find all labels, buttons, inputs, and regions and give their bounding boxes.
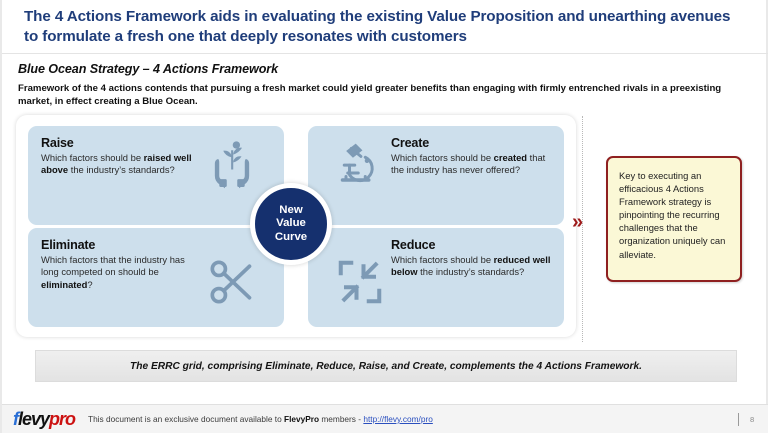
new-value-curve-label: New Value Curve [275, 204, 307, 245]
quadrant-create-title: Create [391, 136, 430, 150]
center-line-3: Curve [274, 230, 308, 243]
vertical-dotted-divider [582, 116, 583, 342]
shrink-arrows-icon [332, 254, 388, 310]
quadrant-eliminate-text: Eliminate Which factors that the industr… [41, 238, 201, 291]
quadrant-raise-body: Which factors should be raised well abov… [41, 152, 192, 176]
quadrant-eliminate[interactable]: Eliminate Which factors that the industr… [28, 228, 284, 327]
scissors-icon [204, 254, 260, 310]
flevypro-logo: flevypro [13, 409, 76, 429]
page-number: 8 [750, 415, 755, 424]
footer-link[interactable]: http://flevy.com/pro [363, 414, 433, 424]
quadrant-raise[interactable]: Raise Which factors should be raised wel… [28, 126, 284, 225]
section-subtitle: Blue Ocean Strategy – 4 Actions Framewor… [18, 62, 278, 76]
hands-plant-icon [204, 138, 260, 194]
quadrant-raise-title: Raise [41, 136, 74, 150]
errc-banner-text: The ERRC grid, comprising Eliminate, Red… [130, 360, 642, 372]
center-line-2: Value [276, 217, 306, 230]
quadrant-reduce-title: Reduce [391, 238, 436, 252]
logo-text-pro: pro [49, 409, 76, 429]
page-title: The 4 Actions Framework aids in evaluati… [24, 8, 731, 45]
new-value-curve-circle: New Value Curve [250, 183, 332, 265]
microscope-icon [332, 138, 388, 194]
quadrant-create[interactable]: Create Which factors should be created t… [308, 126, 564, 225]
footer-separator [738, 413, 739, 426]
key-insight-callout: Key to executing an efficacious 4 Action… [606, 156, 742, 282]
quadrant-create-body: Which factors should be created that the… [391, 152, 546, 176]
quadrant-eliminate-title: Eliminate [41, 238, 96, 252]
footer-note-brand: FlevyPro [284, 414, 320, 424]
four-actions-grid: Raise Which factors should be raised wel… [16, 115, 576, 337]
footer-note-middle: members - [319, 414, 364, 424]
key-insight-text: Key to executing an efficacious 4 Action… [619, 170, 726, 260]
quadrant-create-text: Create Which factors should be created t… [391, 136, 551, 177]
quadrant-eliminate-body: Which factors that the industry has long… [41, 254, 185, 290]
quadrant-reduce-body: Which factors should be reduced well bel… [391, 254, 551, 278]
slide-footer: flevypro This document is an exclusive d… [2, 404, 768, 433]
quadrant-raise-text: Raise Which factors should be raised wel… [41, 136, 201, 177]
slide-header: The 4 Actions Framework aids in evaluati… [2, 0, 768, 54]
logo-letter-f: f [13, 409, 19, 429]
footer-note-prefix: This document is an exclusive document a… [88, 414, 285, 424]
quadrant-reduce[interactable]: Reduce Which factors should be reduced w… [308, 228, 564, 327]
errc-grid-banner: The ERRC grid, comprising Eliminate, Red… [35, 350, 737, 382]
double-chevron-right-icon: » [572, 211, 584, 233]
center-line-1: New [279, 203, 303, 216]
quadrant-reduce-text: Reduce Which factors should be reduced w… [391, 238, 551, 279]
footer-note: This document is an exclusive document a… [88, 414, 433, 424]
section-intro-text: Framework of the 4 actions contends that… [18, 83, 722, 107]
logo-text-levy: levy [18, 409, 50, 429]
